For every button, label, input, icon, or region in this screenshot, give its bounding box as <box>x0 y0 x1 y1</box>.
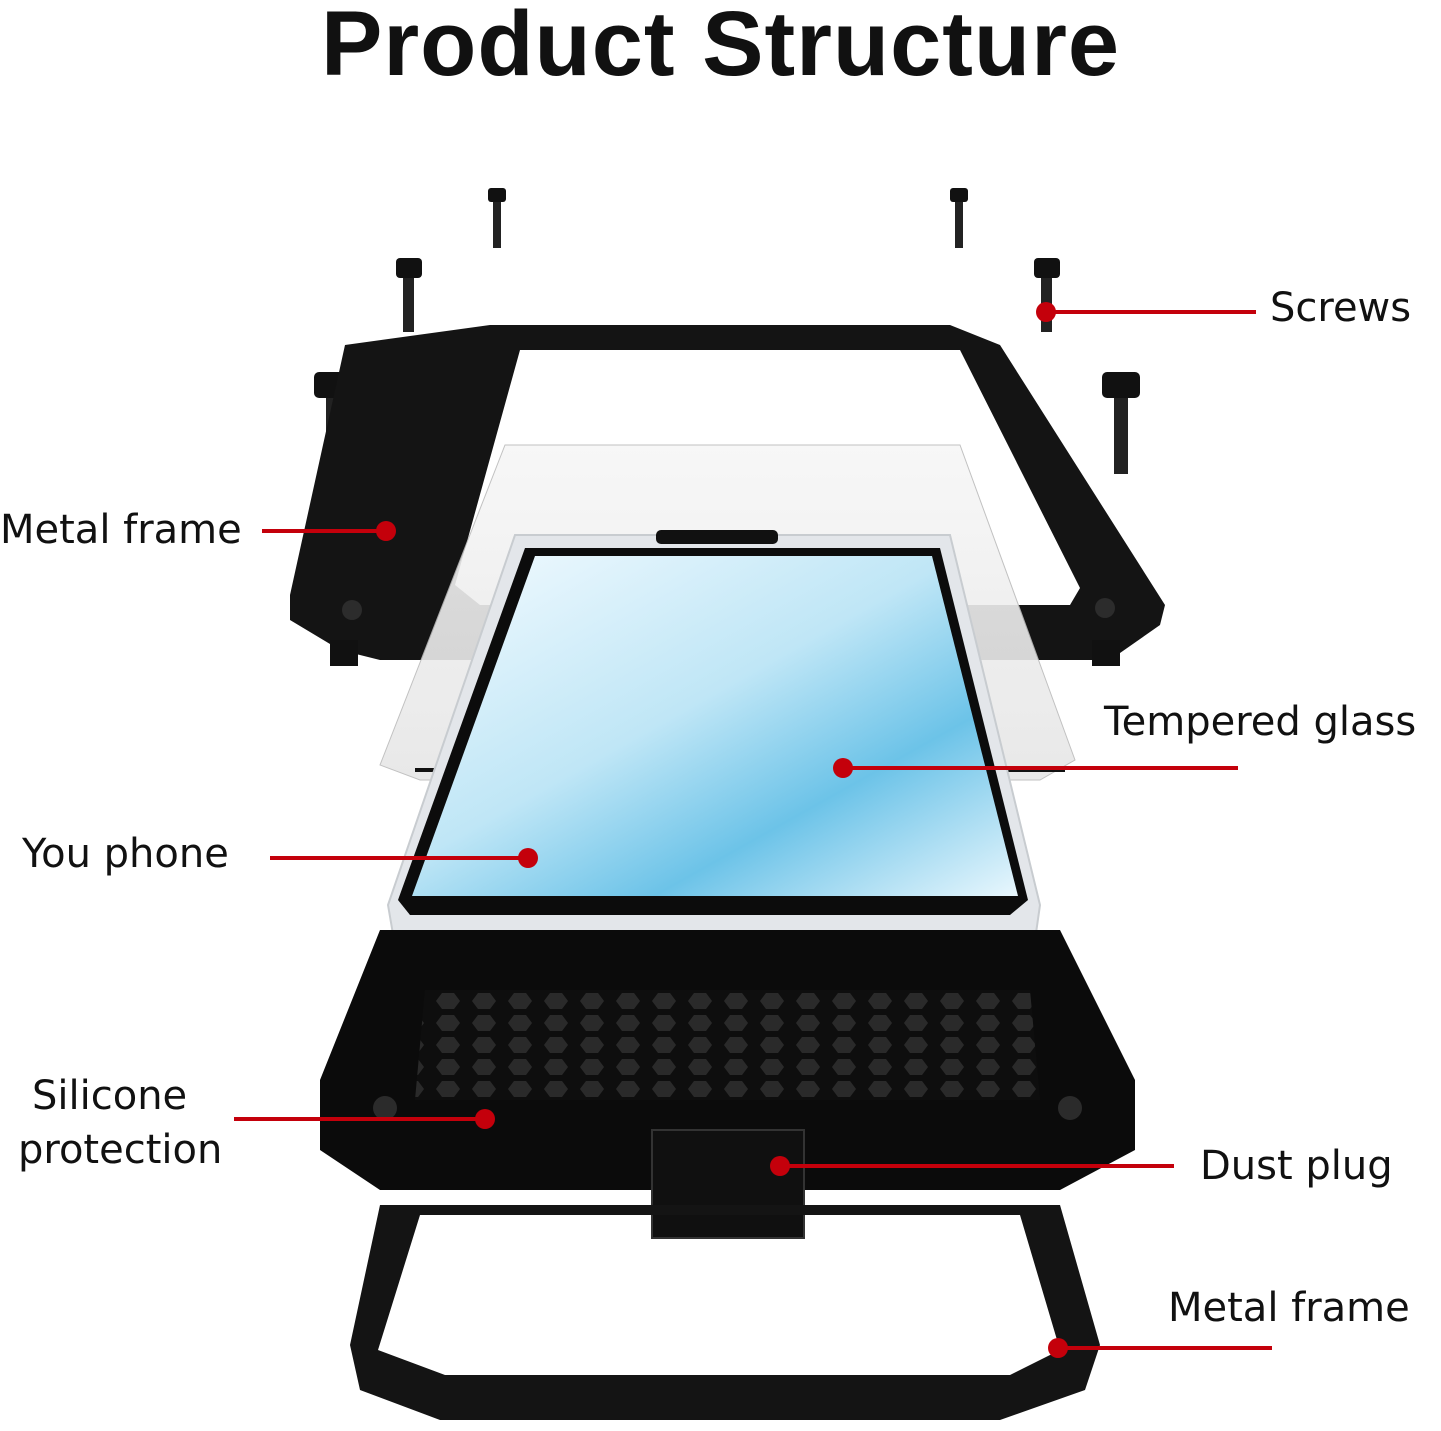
dot-metal-frame-top <box>376 521 396 541</box>
label-metal-frame-bottom: Metal frame <box>1168 1285 1410 1331</box>
dot-dust-plug <box>770 1156 790 1176</box>
label-metal-frame-top: Metal frame <box>0 507 242 553</box>
label-dust-plug: Dust plug <box>1200 1143 1393 1189</box>
dot-screws <box>1036 302 1056 322</box>
silicone-protection <box>320 930 1135 1239</box>
label-tempered-glass: Tempered glass <box>1104 699 1417 745</box>
screw-3 <box>396 258 422 332</box>
bottom-metal-frame <box>350 1205 1100 1420</box>
label-silicone-line2: protection <box>18 1127 223 1173</box>
leader-lines <box>234 302 1272 1358</box>
screw-6 <box>1102 372 1140 474</box>
dot-you-phone <box>518 848 538 868</box>
page-title: Product Structure <box>320 0 1121 95</box>
screw-2 <box>950 188 968 248</box>
dot-silicone <box>475 1109 495 1129</box>
label-screws: Screws <box>1270 285 1412 331</box>
phone <box>386 530 1042 976</box>
dot-metal-frame-bottom <box>1048 1338 1068 1358</box>
screw-1 <box>488 188 506 248</box>
label-you-phone: You phone <box>22 831 229 877</box>
dot-tempered-glass <box>833 758 853 778</box>
label-silicone-line1: Silicone <box>32 1073 188 1119</box>
